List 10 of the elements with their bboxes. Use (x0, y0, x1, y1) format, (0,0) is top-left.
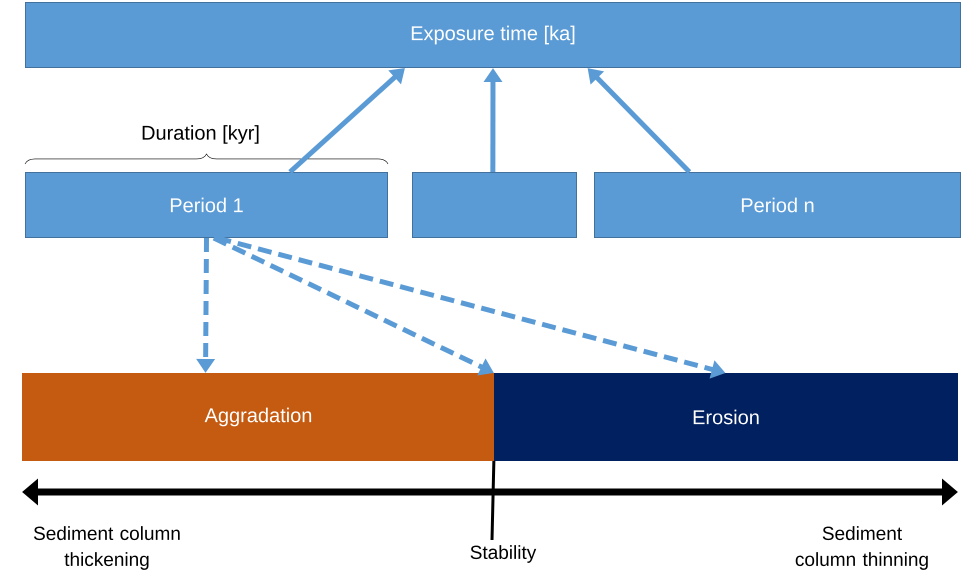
axis-label: Stability (470, 545, 536, 563)
period-box (412, 172, 577, 238)
axis-label: Sediment column thinning (796, 526, 928, 570)
period-box: Period n (594, 172, 961, 238)
process-bar: Erosion (494, 372, 958, 461)
axis-label: Sediment column thickening (34, 526, 180, 570)
period-box: Period 1 (25, 172, 388, 238)
brace-label: Duration [kyr] (142, 125, 258, 144)
banner-box: Exposure time [ka] (25, 2, 961, 68)
process-bar: Aggradation (22, 372, 495, 461)
